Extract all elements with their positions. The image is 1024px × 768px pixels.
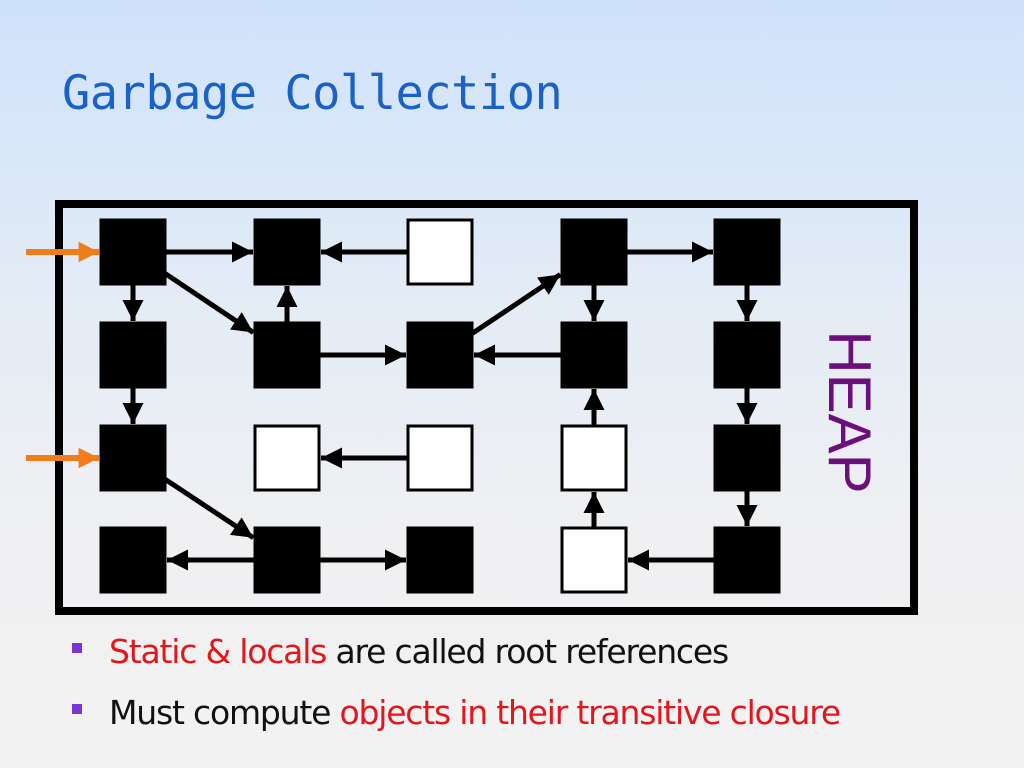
unreachable-object-r0c2 (406, 218, 474, 286)
reachable-object-r0c4 (713, 218, 781, 286)
unreachable-object-r2c3 (560, 424, 628, 492)
bullet-text: Must compute (109, 693, 340, 732)
bullet-highlight: objects in their transitive closure (339, 693, 841, 732)
unreachable-object-r2c1 (253, 424, 321, 492)
reference-arrow-r0c0-r1c1 (163, 271, 255, 335)
reachable-object-r3c2 (406, 526, 474, 594)
reachable-object-r1c3 (560, 321, 628, 389)
bullet-list: Static & locals are called root referenc… (72, 632, 841, 754)
bullet-root-references: Static & locals are called root referenc… (72, 632, 840, 693)
unreachable-object-r3c3 (560, 526, 628, 594)
square-bullet-icon (72, 643, 82, 653)
reachable-object-r3c4 (713, 526, 781, 594)
bullet-text: are called root references (326, 632, 729, 671)
reachable-object-r0c3 (560, 218, 628, 286)
heap-edges (122, 241, 758, 571)
reachable-object-r1c2 (406, 321, 474, 389)
reference-arrow-r2c0-r3c1 (163, 477, 255, 540)
reachable-object-r2c0 (99, 424, 167, 492)
reference-arrow-r1c2-r0c3 (470, 272, 562, 336)
reachable-object-r0c1 (253, 218, 321, 286)
reachable-object-r1c0 (99, 321, 167, 389)
unreachable-object-r2c2 (406, 424, 474, 492)
reachable-object-r3c1 (253, 526, 321, 594)
bullet-transitive-closure: Must compute objects in their transitive… (72, 693, 841, 754)
slide-title: Garbage Collection (62, 66, 563, 121)
reachable-object-r1c1 (253, 321, 321, 389)
heap-label: HEAP (816, 330, 883, 493)
square-bullet-icon (72, 704, 82, 714)
bullet-highlight: Static & locals (109, 632, 327, 671)
heap-objects (99, 218, 781, 594)
reachable-object-r3c0 (99, 526, 167, 594)
reachable-object-r0c0 (99, 218, 167, 286)
reachable-object-r2c4 (713, 424, 781, 492)
heap-frame (55, 200, 918, 615)
reachable-object-r1c4 (713, 321, 781, 389)
root-references (26, 241, 99, 469)
